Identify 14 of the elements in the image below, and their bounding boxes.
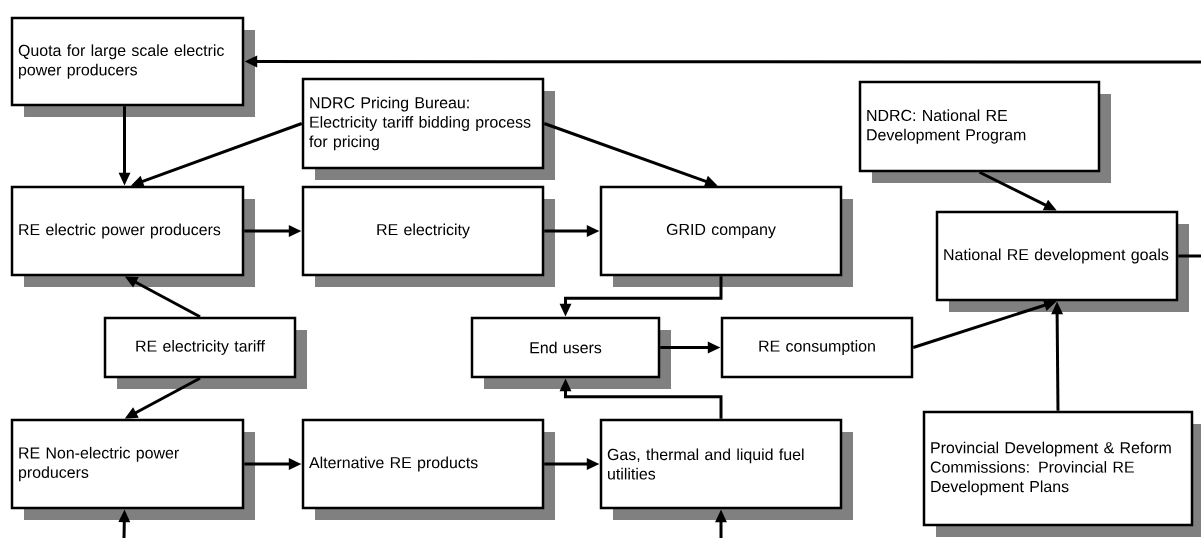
- process-box: Alternative RE products: [301, 418, 555, 520]
- process-box: RE electricity tariff: [103, 316, 307, 389]
- process-box: RE electric power producers: [10, 185, 255, 287]
- process-box: National RE development goals: [935, 210, 1189, 312]
- process-box: RE consumption: [720, 316, 914, 379]
- process-box: Gas, thermal and liquid fuel utilities: [599, 418, 853, 520]
- process-box: GRID company: [599, 185, 853, 287]
- process-box: Quota for large scale electric power producers: [10, 16, 255, 117]
- process-box: RE Non-electric power producers: [10, 418, 255, 520]
- process-box: End users: [470, 316, 671, 389]
- process-box: NDRC: National RE Development Program: [858, 80, 1111, 183]
- process-box: Provincial Development & Reform Commissions: Provincial RE Development Plans: [922, 410, 1201, 537]
- process-box: RE electricity: [301, 185, 555, 287]
- process-box: NDRC Pricing Bureau: Electricity tariff bidding process for pricing: [301, 77, 555, 180]
